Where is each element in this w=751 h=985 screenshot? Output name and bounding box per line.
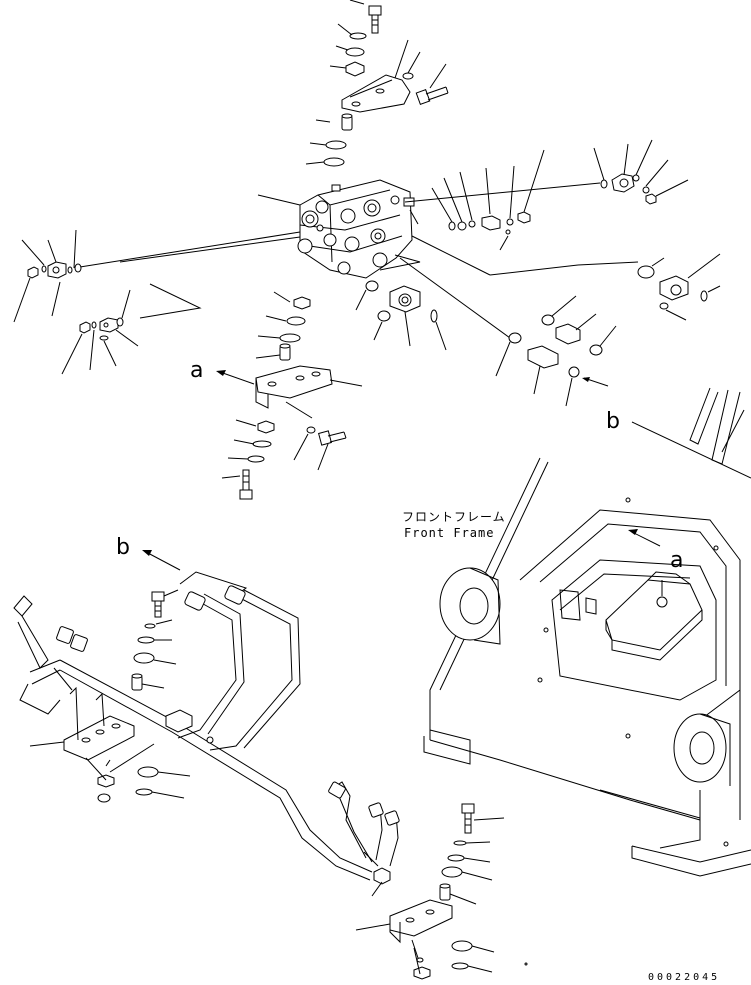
flat-washer <box>346 48 364 56</box>
reference-label-b-left: b <box>116 535 130 560</box>
spacer-nut <box>134 653 154 663</box>
valve-bracket-plate <box>256 366 332 398</box>
right-fittings-middle <box>578 254 720 320</box>
pipe-fitting <box>184 591 206 611</box>
washer <box>138 767 158 777</box>
nut <box>414 967 430 979</box>
frame-name-japanese: フロントフレーム <box>402 510 506 524</box>
hydraulic-pipes <box>14 585 400 896</box>
nut <box>294 297 310 309</box>
straight-connector <box>528 346 558 368</box>
pipe-bracket-plate <box>64 716 134 760</box>
lower-bolt <box>240 470 252 499</box>
pipe-fitting <box>224 585 246 605</box>
reference-label-a: a <box>190 358 203 383</box>
valve-side-fitting <box>356 281 446 350</box>
pipe-fitting <box>70 634 88 652</box>
washer <box>452 941 472 951</box>
frame-mount-pad <box>606 580 702 650</box>
lower-right-fittings <box>496 296 616 406</box>
washer <box>307 427 315 433</box>
top-bracket-assembly <box>330 0 448 112</box>
reference-label-a-frame: a <box>670 548 683 573</box>
side-bolt <box>319 431 346 445</box>
plug <box>518 212 530 223</box>
left-fittings-lower <box>62 290 138 374</box>
left-fittings-upper <box>14 230 81 322</box>
reference-line-b <box>632 422 751 478</box>
top-bolt <box>369 6 381 33</box>
hose-fitting <box>384 810 399 825</box>
axis-lines <box>80 183 600 338</box>
elbow-fitting <box>100 318 118 332</box>
washer <box>287 317 305 325</box>
pipe-clamp <box>374 868 390 884</box>
frame-name-english: Front Frame <box>404 526 494 540</box>
top-mount-bracket <box>342 75 410 112</box>
hose-fitting <box>368 802 383 817</box>
reference-label-b: b <box>606 409 620 434</box>
upper-spacers <box>306 114 352 166</box>
pipe-clamp <box>166 710 192 732</box>
bottom-bracket-plate <box>390 900 452 936</box>
washer <box>98 794 110 802</box>
washer <box>253 441 271 447</box>
spacer-nut <box>346 62 364 76</box>
spacer-nut <box>442 867 462 877</box>
lower-left-bracket <box>30 668 154 802</box>
washer <box>248 456 264 462</box>
washer <box>326 141 346 149</box>
washer <box>403 73 413 79</box>
control-valve <box>258 180 414 278</box>
nut <box>98 775 114 787</box>
lower-valve-bracket <box>216 292 362 499</box>
horizontal-bolt <box>416 87 448 104</box>
middle-bolt-stack <box>132 590 190 798</box>
nut <box>258 421 274 433</box>
cap <box>80 322 90 333</box>
drawing-code: 00022045 <box>648 972 720 983</box>
lock-washer <box>350 33 366 39</box>
washer <box>136 789 152 795</box>
front-frame <box>424 388 751 965</box>
bottom-bracket <box>356 804 504 979</box>
bottom-bolt <box>462 804 474 833</box>
washer <box>324 158 344 166</box>
stack-bolt <box>152 592 164 617</box>
cap <box>28 267 38 278</box>
plug <box>646 194 656 204</box>
straight-connector <box>556 324 580 344</box>
adapter-fitting <box>482 216 500 230</box>
right-fittings-upper <box>410 140 688 250</box>
pipe-fitting <box>56 626 74 644</box>
washer <box>452 963 468 969</box>
washer <box>280 334 300 342</box>
